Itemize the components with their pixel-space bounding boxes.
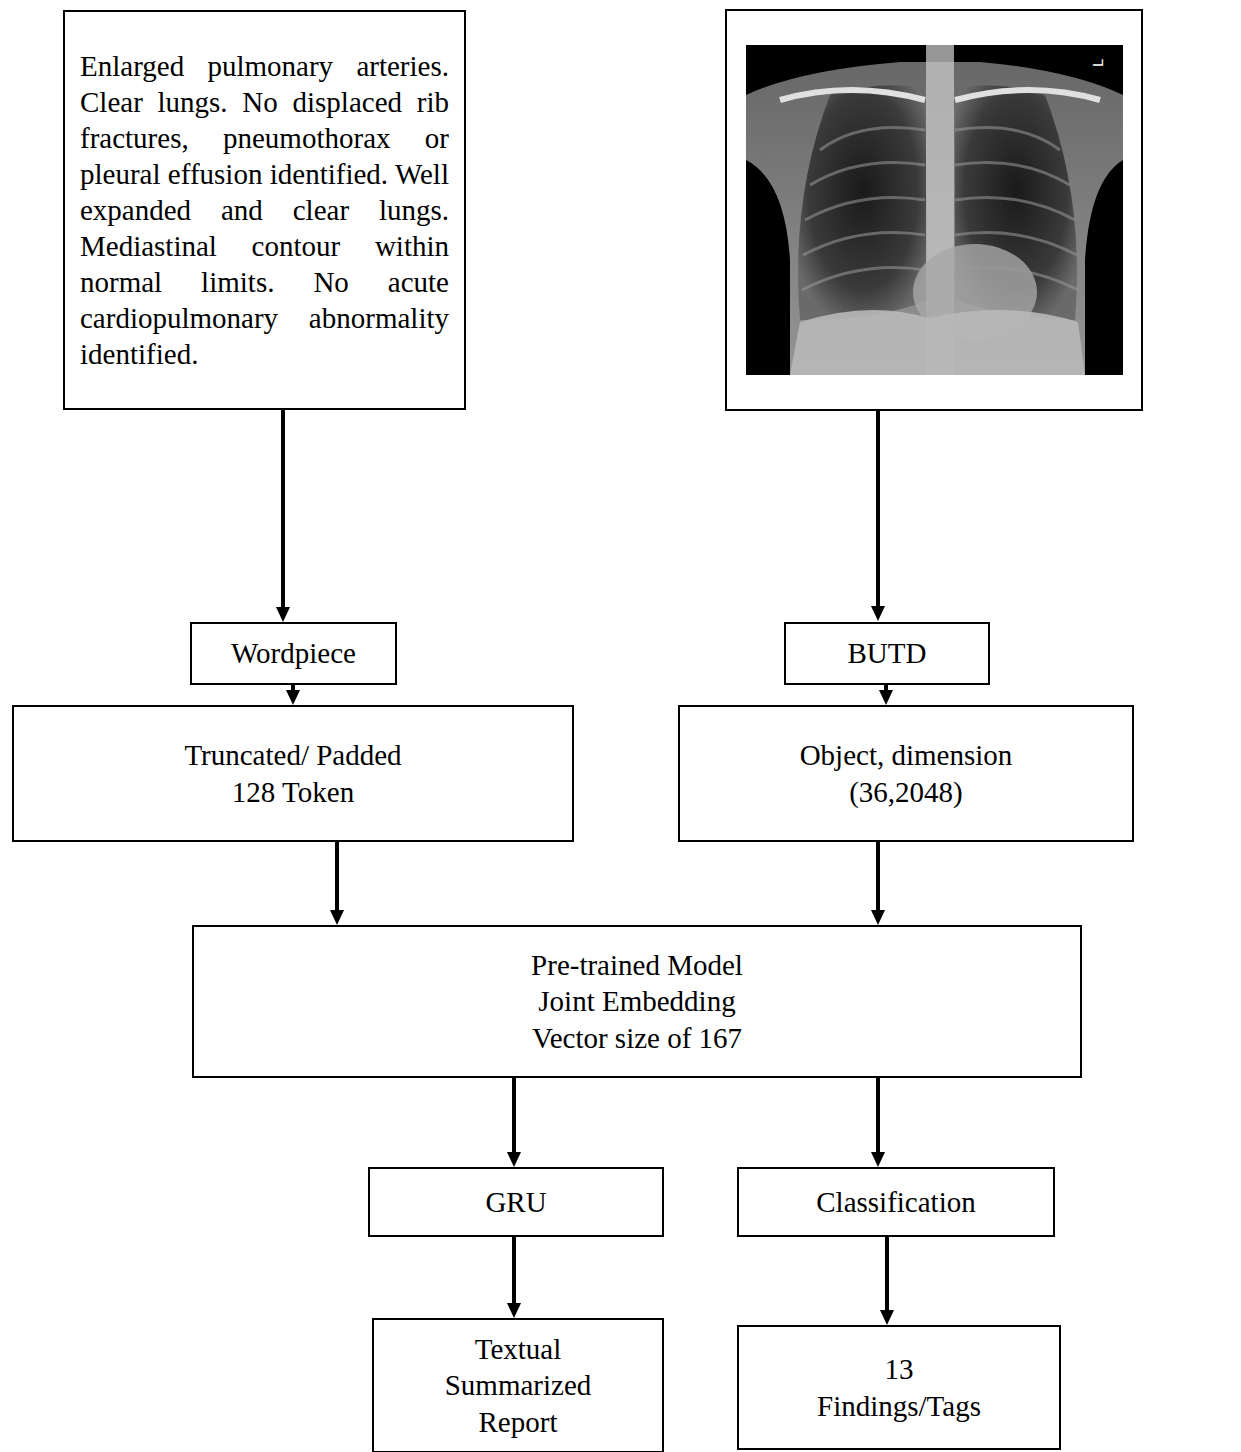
report-text-box: Enlarged pulmonary arteries. Clear lungs… [63, 10, 466, 410]
process-box: Object, dimension (36,2048) [678, 705, 1134, 842]
process-box: BUTD [784, 622, 990, 685]
arrow [512, 1078, 516, 1152]
arrow [335, 842, 339, 910]
arrow [876, 1078, 880, 1152]
process-box: 13 Findings/Tags [737, 1325, 1061, 1450]
box-text: Object, dimension (36,2048) [776, 737, 1036, 810]
arrow [291, 685, 295, 690]
box-text: Pre-trained Model Joint Embedding Vector… [507, 947, 767, 1056]
process-box: Classification [737, 1167, 1055, 1237]
x-ray-image [746, 45, 1123, 375]
box-text: Enlarged pulmonary arteries. Clear lungs… [80, 48, 449, 372]
process-box: Pre-trained Model Joint Embedding Vector… [192, 925, 1082, 1078]
process-box: Wordpiece [190, 622, 397, 685]
process-box: Textual Summarized Report [372, 1318, 664, 1452]
box-text: GRU [485, 1184, 546, 1220]
process-box: GRU [368, 1167, 664, 1237]
box-text: Classification [816, 1184, 975, 1220]
image-frame [726, 10, 1142, 410]
arrow [885, 1237, 889, 1310]
box-text: Wordpiece [231, 635, 356, 671]
arrow [512, 1237, 516, 1303]
image-marker: L [1090, 59, 1106, 67]
arrow [876, 410, 880, 606]
arrow [884, 685, 888, 690]
box-text: Truncated/ Padded 128 Token [163, 737, 423, 810]
process-box: Truncated/ Padded 128 Token [12, 705, 574, 842]
box-text: Textual Summarized Report [433, 1331, 603, 1440]
box-text: 13 Findings/Tags [804, 1351, 994, 1424]
box-text: BUTD [848, 635, 927, 671]
arrow [876, 842, 880, 910]
arrow [281, 410, 285, 607]
